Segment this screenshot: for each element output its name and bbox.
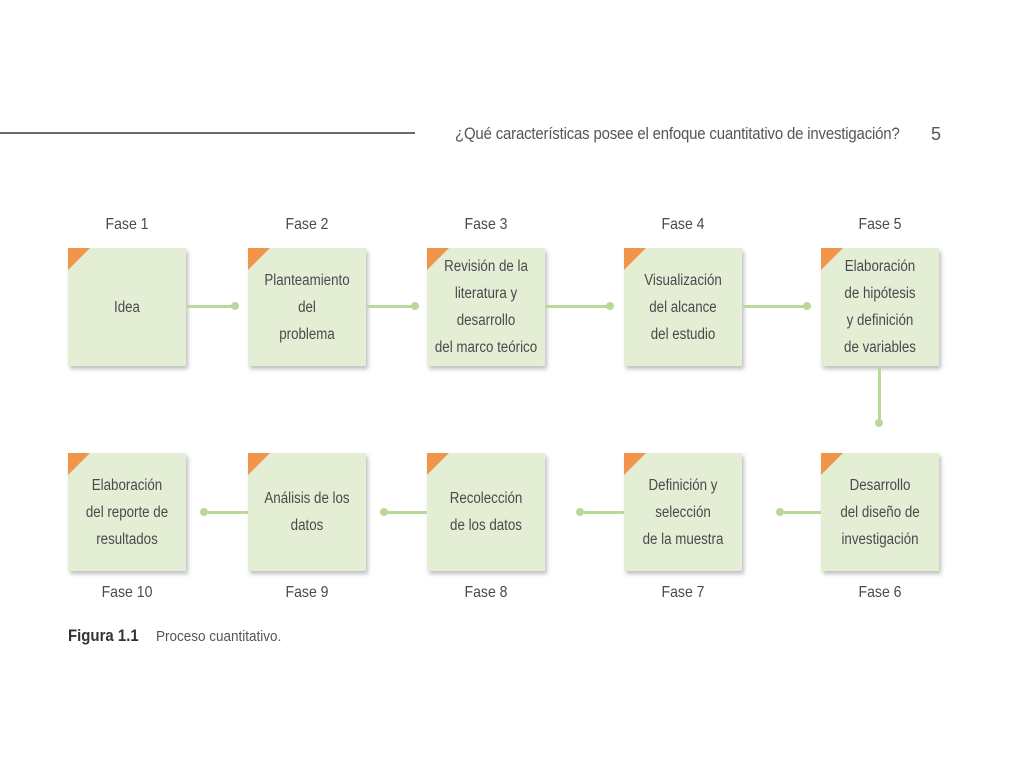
connector-dot bbox=[803, 302, 811, 310]
phase-label-2: Fase 2 bbox=[285, 216, 329, 233]
phase-label-10: Fase 10 bbox=[101, 584, 153, 601]
phase-box-1: Idea bbox=[68, 248, 186, 366]
phase-text-5: Elaboración de hipótesis y definición de… bbox=[844, 258, 916, 356]
phase-text-8: Recolección de los datos bbox=[449, 490, 523, 534]
phase-box-7: Definición y selección de la muestra bbox=[624, 453, 742, 571]
phase-box-5: Elaboración de hipótesis y definición de… bbox=[821, 248, 939, 366]
corner-accent bbox=[821, 248, 843, 270]
phase-text-9: Análisis de los datos bbox=[264, 490, 350, 534]
phase-box-9: Análisis de los datos bbox=[248, 453, 366, 571]
phase-text-7: Definición y selección de la muestra bbox=[642, 476, 724, 548]
phase-label-5: Fase 5 bbox=[858, 216, 902, 233]
phase-label-8: Fase 8 bbox=[464, 584, 508, 601]
phase-text-4: Visualización del alcance del estudio bbox=[644, 271, 722, 343]
connector-dot bbox=[231, 302, 239, 310]
connector-dot bbox=[411, 302, 419, 310]
corner-accent bbox=[68, 453, 90, 475]
figure-caption: Figura 1.1 Proceso cuantitativo. bbox=[68, 626, 281, 646]
phase-label-3: Fase 3 bbox=[464, 216, 508, 233]
phase-box-2: Planteamiento del problema bbox=[248, 248, 366, 366]
corner-accent bbox=[248, 453, 270, 475]
phase-label-6: Fase 6 bbox=[858, 584, 902, 601]
phase-box-3: Revisión de la literatura y desarrollo d… bbox=[427, 248, 545, 366]
connector-3-4 bbox=[546, 305, 610, 308]
phase-text-3: Revisión de la literatura y desarrollo d… bbox=[434, 258, 538, 356]
connector-9-10 bbox=[204, 511, 248, 514]
phase-text-10: Elaboración del reporte de resultados bbox=[85, 476, 169, 548]
connector-1-2 bbox=[187, 305, 235, 308]
corner-accent bbox=[821, 453, 843, 475]
connector-4-5 bbox=[743, 305, 807, 308]
page-header-title: ¿Qué características posee el enfoque cu… bbox=[455, 124, 900, 143]
phase-box-10: Elaboración del reporte de resultados bbox=[68, 453, 186, 571]
figure-caption-text: Proceso cuantitativo. bbox=[156, 628, 282, 645]
connector-5-6 bbox=[878, 367, 881, 423]
header-rule bbox=[0, 132, 415, 134]
phase-label-1: Fase 1 bbox=[105, 216, 149, 233]
phase-box-6: Desarrollo del diseño de investigación bbox=[821, 453, 939, 571]
corner-accent bbox=[248, 248, 270, 270]
phase-text-2: Planteamiento del problema bbox=[264, 271, 350, 343]
corner-accent bbox=[624, 453, 646, 475]
corner-accent bbox=[68, 248, 90, 270]
connector-8-9 bbox=[384, 511, 427, 514]
connector-2-3 bbox=[367, 305, 415, 308]
corner-accent bbox=[624, 248, 646, 270]
phase-text-6: Desarrollo del diseño de investigación bbox=[840, 476, 920, 548]
page-number: 5 bbox=[931, 124, 942, 144]
phase-text-1: Idea bbox=[114, 298, 140, 316]
connector-dot bbox=[875, 419, 883, 427]
connector-dot bbox=[606, 302, 614, 310]
phase-label-7: Fase 7 bbox=[661, 584, 705, 601]
corner-accent bbox=[427, 248, 449, 270]
phase-box-8: Recolección de los datos bbox=[427, 453, 545, 571]
connector-7-8 bbox=[580, 511, 624, 514]
phase-box-4: Visualización del alcance del estudio bbox=[624, 248, 742, 366]
connector-6-7 bbox=[780, 511, 821, 514]
corner-accent bbox=[427, 453, 449, 475]
figure-label: Figura 1.1 bbox=[68, 626, 139, 645]
phase-label-4: Fase 4 bbox=[661, 216, 705, 233]
phase-label-9: Fase 9 bbox=[285, 584, 329, 601]
